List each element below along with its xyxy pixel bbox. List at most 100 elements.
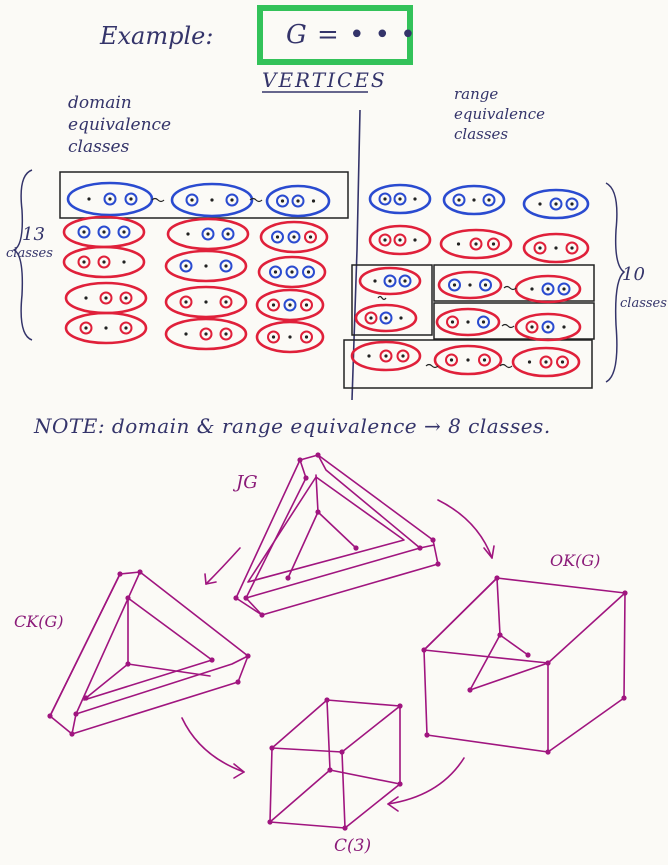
domain-heading-line-1: domain — [68, 93, 132, 113]
range-oval-7-ring-1 — [383, 274, 397, 288]
domain-oval-r4-1-dot-1 — [104, 296, 108, 300]
domain-oval-2-dot-0 — [190, 198, 194, 202]
tilde-7 — [499, 363, 513, 369]
domain-oval-r5-3-ring-2 — [300, 330, 313, 344]
range-oval-9-dot-2 — [562, 287, 566, 291]
range-oval-1-ring-0 — [378, 192, 392, 206]
domain-oval-r3-1-ring-1 — [97, 255, 111, 269]
graph-vertex-6 — [435, 561, 441, 567]
domain-oval-r2-2-outline — [166, 217, 250, 251]
range-oval-7-ring-2 — [398, 274, 412, 288]
domain-oval-r2-1-ring-0 — [77, 225, 91, 239]
range-oval-4-dot-2 — [413, 238, 417, 242]
range-oval-5-dot-2 — [491, 242, 496, 246]
range-oval-9-ring-1 — [541, 282, 555, 296]
domain-oval-r4-2-ring-0 — [179, 295, 193, 309]
graph-vertex-39 — [339, 749, 345, 755]
range-oval-9-outline — [514, 274, 582, 304]
graph-vertex-0 — [297, 457, 303, 463]
graph-vertex-16 — [424, 732, 430, 738]
domain-oval-r5-1-ring-0 — [79, 321, 93, 335]
domain-oval-r2-3 — [259, 220, 329, 254]
range-oval-5 — [439, 228, 513, 260]
domain-oval-r5-1-dot-1 — [104, 326, 108, 330]
range-heading-line-2: equivalence — [454, 105, 545, 123]
domain-oval-r5-2-ring-1 — [199, 327, 213, 341]
range-oval-10-dot-1 — [384, 316, 388, 320]
domain-heading-line-3: classes — [68, 137, 130, 157]
ok-label: OK(G) — [550, 551, 601, 570]
domain-oval-r4-3-ring-2 — [300, 298, 313, 312]
ck-label: CK(G) — [14, 612, 64, 631]
range-oval-group — [350, 183, 590, 378]
range-oval-6-dot-1 — [554, 246, 558, 250]
domain-oval-r5-3-outline — [255, 320, 325, 354]
domain-oval-r2-1-dot-2 — [122, 230, 126, 234]
graph-vertex-13 — [622, 590, 628, 596]
domain-oval-r4-3-outline — [255, 288, 325, 322]
domain-oval-3-dot-0 — [280, 199, 285, 203]
domain-oval-r2-3-ring-0 — [271, 230, 284, 244]
range-oval-2-dot-2 — [487, 198, 491, 202]
domain-oval-r5-3-dot-0 — [271, 335, 276, 339]
range-oval-15-dot-2 — [560, 360, 565, 364]
tilde-1 — [151, 197, 165, 203]
range-oval-3-outline — [522, 188, 590, 220]
arrow-ok-to-c3 — [387, 757, 465, 812]
range-oval-2-outline — [442, 184, 506, 216]
range-oval-4-dot-1 — [398, 238, 402, 242]
domain-oval-r3-1-dot-0 — [82, 260, 86, 264]
ck-graph — [49, 571, 249, 735]
range-oval-6 — [522, 232, 590, 264]
tilde-4 — [501, 323, 515, 329]
range-oval-13-dot-0 — [367, 354, 371, 358]
range-oval-5-dot-0 — [456, 242, 461, 246]
arrow-jg-to-ok — [437, 499, 495, 559]
domain-oval-1-outline — [66, 181, 154, 217]
range-oval-9 — [514, 274, 582, 304]
range-oval-4-ring-1 — [393, 233, 407, 247]
domain-oval-r5-1-outline — [64, 311, 148, 345]
range-oval-2-dot-0 — [457, 198, 461, 202]
domain-oval-r4-1-ring-1 — [99, 291, 113, 305]
domain-oval-1 — [66, 181, 154, 217]
arrow-ck-to-c3 — [181, 717, 245, 779]
range-oval-3-dot-0 — [538, 202, 542, 206]
range-oval-3-dot-2 — [570, 202, 574, 206]
domain-oval-r4-2-ring-2 — [219, 295, 233, 309]
range-oval-8-ring-2 — [479, 278, 492, 292]
range-oval-13-ring-2 — [396, 349, 410, 363]
domain-oval-r4-1-dot-0 — [84, 296, 88, 300]
range-oval-14-dot-2 — [482, 358, 487, 362]
domain-oval-r2-2-dot-1 — [206, 232, 210, 236]
range-oval-15-outline — [511, 346, 581, 378]
domain-oval-r3-3-outline — [257, 255, 327, 289]
jg-label: JG — [236, 472, 258, 493]
range-oval-11-dot-1 — [466, 320, 470, 324]
domain-oval-r4-2-dot-2 — [224, 300, 228, 304]
domain-oval-r5-2-dot-0 — [184, 332, 188, 336]
graph-vertex-32 — [83, 695, 89, 701]
range-oval-12-ring-1 — [541, 320, 555, 334]
range-oval-13 — [350, 340, 422, 372]
graph-vertex-dots — [47, 452, 628, 831]
domain-oval-r4-2-outline — [164, 285, 248, 319]
domain-oval-r4-3-ring-0 — [267, 298, 280, 312]
domain-oval-r4-3-dot-2 — [304, 303, 309, 307]
range-box-2 — [433, 264, 595, 302]
graph-vertex-26 — [69, 731, 75, 737]
note-text: NOTE: domain & range equivalence → 8 cla… — [34, 414, 551, 438]
graph-vertex-3 — [233, 595, 239, 601]
range-oval-10-ring-1 — [379, 311, 393, 325]
domain-oval-r3-1 — [62, 245, 146, 279]
domain-oval-r5-2 — [164, 317, 248, 351]
domain-oval-r4-2-dot-0 — [184, 300, 188, 304]
domain-oval-2-dot-1 — [210, 198, 214, 202]
graph-vertex-34 — [324, 697, 330, 703]
range-oval-1 — [368, 183, 432, 215]
domain-oval-r2-2-dot-0 — [186, 232, 190, 236]
range-oval-12-ring-0 — [525, 320, 539, 334]
domain-oval-r5-3 — [255, 320, 325, 354]
domain-oval-r3-2-dot-0 — [184, 264, 188, 268]
